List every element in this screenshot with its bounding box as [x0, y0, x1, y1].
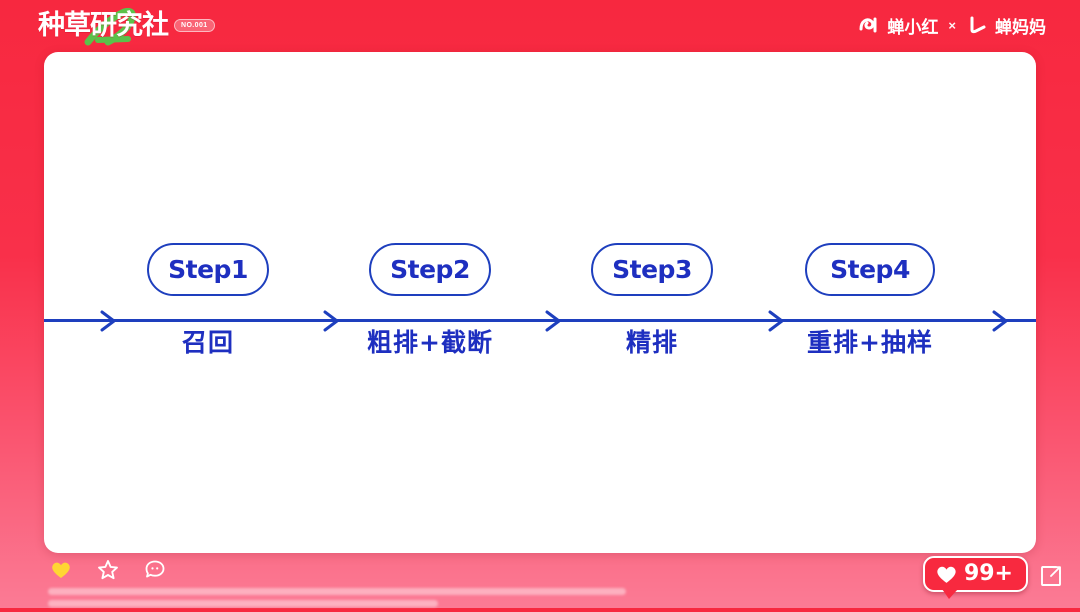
- caption-placeholder-line-2: [48, 600, 438, 607]
- step-caption-3: 精排: [625, 328, 678, 357]
- arrow-chevron-5: [992, 310, 1008, 332]
- brand-badge: NO.001: [174, 18, 215, 32]
- step-node-4-label: Step4: [830, 254, 910, 284]
- caption-placeholder-line-1: [48, 588, 626, 595]
- like-count-label: 99+: [963, 561, 1013, 586]
- step-caption-1: 召回: [181, 328, 234, 357]
- like-count-badge[interactable]: 99+: [922, 556, 1028, 599]
- step-caption-4: 重排+抽样: [807, 328, 933, 357]
- step-node-4[interactable]: Step4: [805, 243, 935, 296]
- cobrand-bar: 蝉小红 × 蝉妈妈: [858, 12, 1046, 38]
- heart-icon: [937, 566, 956, 583]
- cobrand-right-label: 蝉妈妈: [995, 17, 1046, 38]
- flow-baseline: [44, 319, 1036, 322]
- step-node-2-label: Step2: [390, 254, 470, 284]
- step-node-2[interactable]: Step2: [369, 243, 491, 296]
- engagement-icons: [50, 559, 166, 580]
- brand-logo[interactable]: 种草研究社 NO.001: [38, 4, 215, 46]
- chan-mama-logo-icon: [970, 16, 986, 34]
- arrow-chevron-1: [100, 310, 116, 332]
- cobrand-right[interactable]: 蝉妈妈: [966, 13, 1046, 38]
- chan-xiaohong-logo-icon: [859, 17, 877, 33]
- step-node-1[interactable]: Step1: [147, 243, 269, 296]
- cobrand-left-label: 蝉小红: [887, 17, 939, 38]
- share-external-icon[interactable]: [1040, 565, 1062, 587]
- top-bar: 种草研究社 NO.001 蝉小红 × 蝉妈妈: [0, 0, 1080, 52]
- cobrand-left[interactable]: 蝉小红: [858, 13, 938, 38]
- step-caption-2: 粗排+截断: [367, 328, 493, 357]
- step-node-1-label: Step1: [168, 254, 248, 284]
- step-flow-diagram: Step1 Step2 Step3 Step4 召回 粗排+截断 精排 重排+抽…: [44, 52, 1036, 553]
- arrow-chevron-4: [768, 310, 784, 332]
- star-icon[interactable]: [97, 559, 119, 580]
- heart-icon[interactable]: [50, 560, 72, 580]
- step-node-3-label: Step3: [612, 254, 692, 284]
- cobrand-separator: ×: [948, 17, 956, 33]
- comment-icon[interactable]: [144, 559, 166, 580]
- arrow-chevron-2: [323, 310, 339, 332]
- arrow-chevron-3: [545, 310, 561, 332]
- caption-placeholder: [48, 588, 626, 612]
- bottom-bar: 99+: [0, 553, 1080, 608]
- step-node-3[interactable]: Step3: [591, 243, 713, 296]
- slide-card: Step1 Step2 Step3 Step4 召回 粗排+截断 精排 重排+抽…: [44, 52, 1036, 553]
- brand-logo-text: 种草研究社: [38, 9, 169, 41]
